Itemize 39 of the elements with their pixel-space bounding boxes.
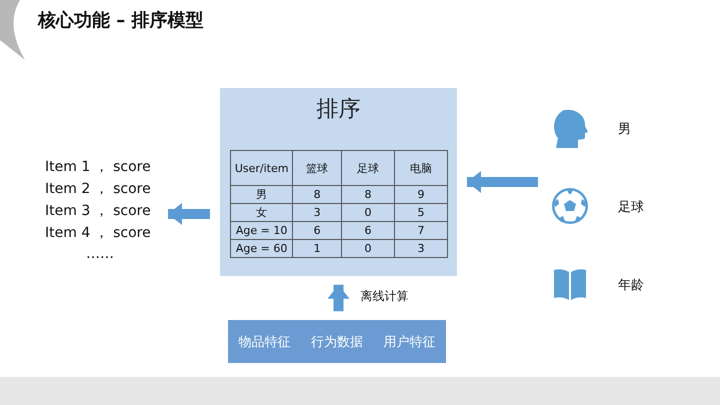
- feature-text: 行为数据: [310, 334, 363, 350]
- slide-title: 核心功能 – 排序模型: [38, 9, 204, 32]
- table-cell: 6: [342, 222, 394, 240]
- table-cell: 0: [342, 240, 394, 258]
- row-header-cell: 女: [230, 204, 293, 222]
- feature-bar: [228, 320, 446, 363]
- table-cell: 1: [292, 240, 342, 258]
- table-cell: 3: [394, 240, 448, 258]
- feature-text: 用户特征: [384, 334, 436, 350]
- ranking-panel: [220, 88, 457, 276]
- attribute-text: 足球: [618, 199, 644, 216]
- table-cell: 0: [342, 204, 394, 222]
- column-header-cell: 篮球: [292, 150, 342, 186]
- table-cell: 5: [394, 204, 448, 222]
- column-header-cell: 电脑: [394, 150, 448, 186]
- ellipsis-text: ……: [86, 246, 114, 262]
- table-cell: 7: [394, 222, 448, 240]
- table-cell: 8: [342, 186, 394, 204]
- block-arrow: [467, 171, 538, 193]
- column-header-cell: 足球: [342, 150, 394, 186]
- feature-text: 物品特征: [238, 334, 290, 350]
- row-header-cell: Age = 10: [230, 222, 293, 240]
- edge-label: 离线计算: [360, 288, 408, 305]
- table-cell: 3: [292, 204, 342, 222]
- ranked-item-text: Item 3 ， score: [45, 202, 151, 220]
- ranked-item-text: Item 4 ， score: [45, 224, 151, 242]
- attribute-text: 男: [618, 121, 631, 138]
- attribute-text: 年龄: [618, 277, 644, 294]
- row-header-cell: 男: [230, 186, 293, 204]
- table-cell: 6: [292, 222, 342, 240]
- panel-heading: 排序: [316, 96, 362, 124]
- table-cell: 9: [394, 186, 448, 204]
- block-arrow: [328, 284, 350, 312]
- row-header-cell: User/item: [230, 150, 293, 186]
- table-cell: 8: [292, 186, 342, 204]
- ranked-item-text: Item 1 ， score: [45, 158, 151, 176]
- row-header-cell: Age = 60: [230, 240, 293, 258]
- ranked-item-text: Item 2 ， score: [45, 180, 151, 198]
- block-arrow: [168, 203, 210, 225]
